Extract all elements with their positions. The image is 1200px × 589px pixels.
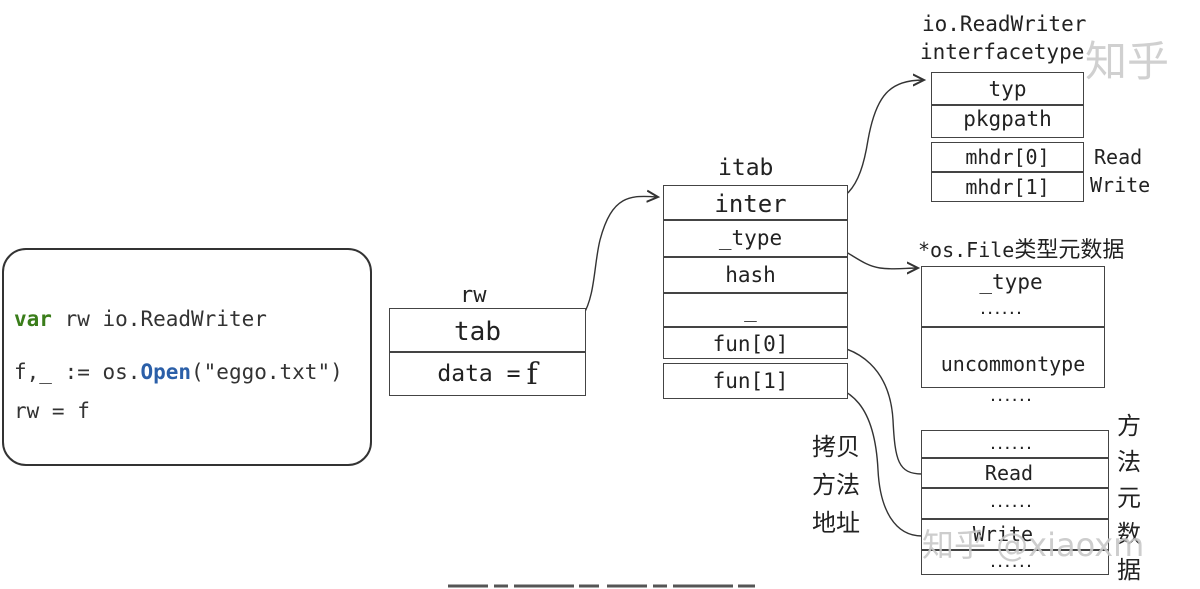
itab-field-fun0: fun[0] [712, 332, 789, 356]
iface-field-mhdr0: mhdr[0] [965, 145, 1050, 169]
itab-div-4 [663, 326, 848, 328]
watermark-top: 知乎 [1085, 37, 1170, 86]
copy-label-line-3: 地址 [812, 509, 860, 537]
methods-div-1 [921, 457, 1109, 459]
methods-field-ellipsis-2: ...... [989, 496, 1033, 510]
itab-field-blank: _ [744, 298, 757, 322]
code-line-1: var rw io.ReadWriter [14, 307, 267, 331]
iface-field-typ: typ [988, 77, 1027, 101]
iface-field-mhdr1: mhdr[1] [965, 174, 1050, 199]
osfile-field-ellipsis: ...... [979, 303, 1023, 317]
methods-side-char-1: 方 [1117, 412, 1141, 440]
osfile-after-ellipsis: ...... [989, 390, 1033, 404]
methods-side-label: 方 法 元 数 据 [1117, 408, 1141, 588]
rw-data-value: f [526, 356, 538, 392]
watermark-bottom: 知乎 @xiaoxm [922, 526, 1145, 564]
code-line-2: f,_ := os.Open("eggo.txt") [14, 360, 343, 384]
arrow-read-to-fun0 [818, 344, 923, 475]
itab-div-3 [663, 292, 848, 294]
methods-div-3 [921, 518, 1109, 520]
code-line-3: rw = f [14, 399, 90, 423]
osfile-divider [921, 326, 1105, 328]
copy-label-line-2: 方法 [812, 471, 860, 499]
rw-tab-field: tab [454, 317, 501, 347]
rw-data-field: data = f [389, 353, 586, 395]
code-box [2, 248, 372, 466]
copy-label-line-1: 拷贝 [812, 433, 860, 461]
iface-title-line2: interfacetype [920, 40, 1085, 64]
itab-field-inter: inter [714, 189, 787, 218]
itab-fun1-box [663, 363, 848, 399]
code-keyword-var: var [14, 307, 52, 331]
itab-title: itab [718, 155, 774, 181]
code-line-2-post: ("eggo.txt") [191, 360, 343, 384]
iface-field-pkgpath: pkgpath [963, 107, 1052, 131]
methods-field-read: Read [984, 461, 1034, 485]
osfile-field-type: _type [979, 270, 1043, 294]
code-func-open: Open [140, 360, 192, 384]
osfile-title-cn: 类型元数据 [1014, 238, 1125, 263]
methods-field-ellipsis-3: ...... [989, 556, 1033, 570]
methods-field-write: Write [972, 522, 1034, 546]
methods-side-char-2: 法 [1117, 448, 1141, 476]
methods-side-char-5: 据 [1117, 556, 1141, 584]
methods-div-4 [921, 549, 1109, 551]
methods-side-char-3: 元 [1117, 484, 1141, 512]
itab-field-type: _type [718, 226, 783, 250]
itab-field-fun1: fun[1] [712, 369, 789, 393]
itab-struct [663, 185, 848, 359]
methods-div-2 [921, 487, 1109, 489]
iface-div-1 [931, 104, 1084, 106]
iface-title-line1: io.ReadWriter [922, 12, 1087, 36]
itab-div-1 [663, 219, 848, 221]
itab-field-hash: hash [725, 263, 776, 287]
methods-struct [921, 430, 1109, 575]
code-line-2-pre: f,_ := os. [14, 360, 141, 384]
code-line-1-rest: rw io.ReadWriter [51, 307, 267, 331]
osfile-title: *os.File类型元数据 [918, 232, 1124, 264]
iface-method-write: Write [1090, 173, 1151, 197]
methods-side-char-4: 数 [1117, 520, 1141, 548]
copy-address-label: 拷贝 方法 地址 [812, 428, 860, 542]
methods-field-ellipsis-1: ...... [989, 438, 1033, 452]
osfile-title-prefix: *os.File [918, 238, 1015, 262]
osfile-field-uncommontype: uncommontype [940, 352, 1086, 376]
iface-method-read: Read [1094, 145, 1143, 169]
iface-div-2 [931, 171, 1084, 173]
rw-title: rw [460, 283, 487, 308]
rw-data-label: data = [437, 361, 521, 387]
rw-divider [389, 351, 586, 353]
itab-div-2 [663, 256, 848, 258]
